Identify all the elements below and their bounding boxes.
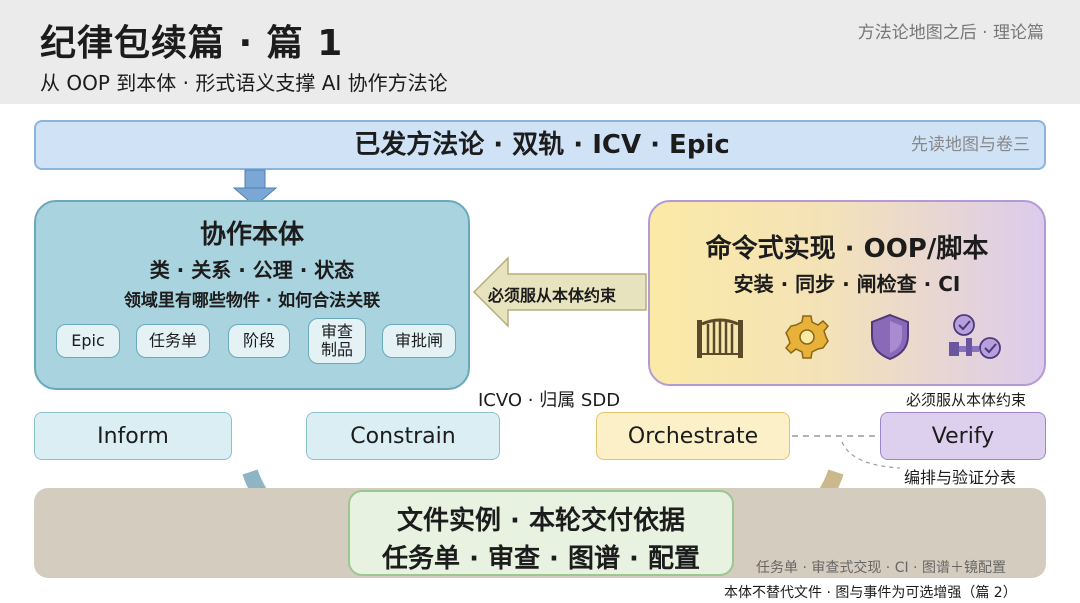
ontology-box: 协作本体 类 · 关系 · 公理 · 状态 领域里有哪些物件 · 如何合法关联 bbox=[34, 200, 470, 390]
file-instance-box: 文件实例 · 本轮交付依据 任务单 · 审查 · 图谱 · 配置 bbox=[348, 490, 734, 576]
constraint-note-right: 必须服从本体约束 bbox=[906, 391, 1027, 409]
file-instance-title: 文件实例 · 本轮交付依据 bbox=[397, 506, 685, 536]
methodology-banner: 已发方法论 · 双轨 · ICV · Epic 先读地图与卷三 bbox=[34, 120, 1046, 170]
icvo-label: ICVO · 归属 SDD bbox=[478, 390, 621, 411]
page-title: 纪律包续篇 · 篇 1 bbox=[40, 23, 344, 64]
verify-pill: Verify bbox=[880, 412, 1046, 460]
ontology-title: 协作本体 bbox=[199, 220, 304, 250]
inform-pill: Inform bbox=[34, 412, 232, 460]
shield-icon bbox=[871, 313, 909, 361]
constrain-pill: Constrain bbox=[306, 412, 500, 460]
ontology-line1: 类 · 关系 · 公理 · 状态 bbox=[149, 258, 355, 282]
imperative-title: 命令式实现 · OOP/脚本 bbox=[705, 234, 989, 264]
chip-epic: Epic bbox=[56, 324, 120, 358]
header-band bbox=[0, 0, 1080, 104]
gate-icon bbox=[697, 318, 743, 358]
imperative-line1: 安装 · 同步 · 闸检查 · CI bbox=[733, 272, 961, 296]
banner-note: 先读地图与卷三 bbox=[911, 135, 1030, 155]
down-arrow bbox=[232, 169, 278, 207]
chip-approval-gate: 审批闸 bbox=[382, 324, 456, 358]
section-tag: 方法论地图之后 · 理论篇 bbox=[857, 23, 1044, 43]
file-instance-note: 任务单 · 审查式交现 · CI · 图谱＋镜配置 bbox=[756, 560, 1006, 576]
constraint-arrow bbox=[472, 256, 647, 328]
chip-task: 任务单 bbox=[136, 324, 210, 358]
split-note-link bbox=[841, 441, 901, 469]
ontology-line2: 领域里有哪些物件 · 如何合法关联 bbox=[123, 291, 381, 311]
chip-phase: 阶段 bbox=[228, 324, 290, 358]
chip-review-artifact: 审查制品 bbox=[308, 318, 366, 364]
orchestrate-pill: Orchestrate bbox=[596, 412, 790, 460]
footnote: 本体不替代文件 · 图与事件为可选增强（篇 2） bbox=[724, 585, 1017, 601]
check-flow-icon bbox=[949, 314, 1001, 359]
page-subtitle: 从 OOP 到本体 · 形式语义支撑 AI 协作方法论 bbox=[40, 71, 448, 95]
gear-icon bbox=[784, 315, 830, 359]
constraint-arrow-label: 必须服从本体约束 bbox=[488, 286, 617, 305]
split-note: 编排与验证分表 bbox=[904, 468, 1017, 487]
imperative-box: 命令式实现 · OOP/脚本 安装 · 同步 · 闸检查 · CI bbox=[648, 200, 1046, 386]
file-instance-line1: 任务单 · 审查 · 图谱 · 配置 bbox=[382, 544, 700, 574]
banner-title: 已发方法论 · 双轨 · ICV · Epic bbox=[354, 130, 730, 160]
